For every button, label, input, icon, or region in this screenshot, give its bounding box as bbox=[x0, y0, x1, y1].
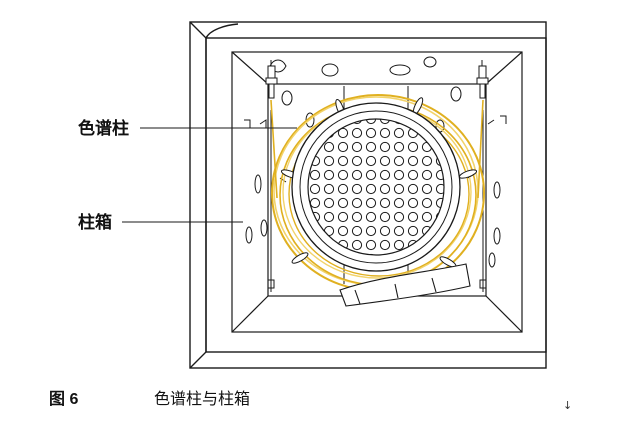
oven-chamber bbox=[231, 51, 523, 333]
inlet-fitting bbox=[265, 60, 278, 99]
oven-fan bbox=[291, 102, 461, 272]
oven-cabinet bbox=[189, 21, 547, 369]
vent-slots bbox=[244, 56, 507, 268]
figure-number: 图 6 bbox=[49, 391, 79, 408]
detector-fitting bbox=[476, 60, 489, 99]
column-cage-tab bbox=[339, 263, 471, 307]
figure-caption: 色谱柱与柱箱 bbox=[154, 389, 251, 408]
column-label: 色谱柱 bbox=[78, 119, 129, 139]
oven-label: 柱箱 bbox=[78, 213, 112, 233]
paragraph-mark: ↓ bbox=[563, 399, 573, 412]
callout-leaders bbox=[122, 127, 297, 223]
